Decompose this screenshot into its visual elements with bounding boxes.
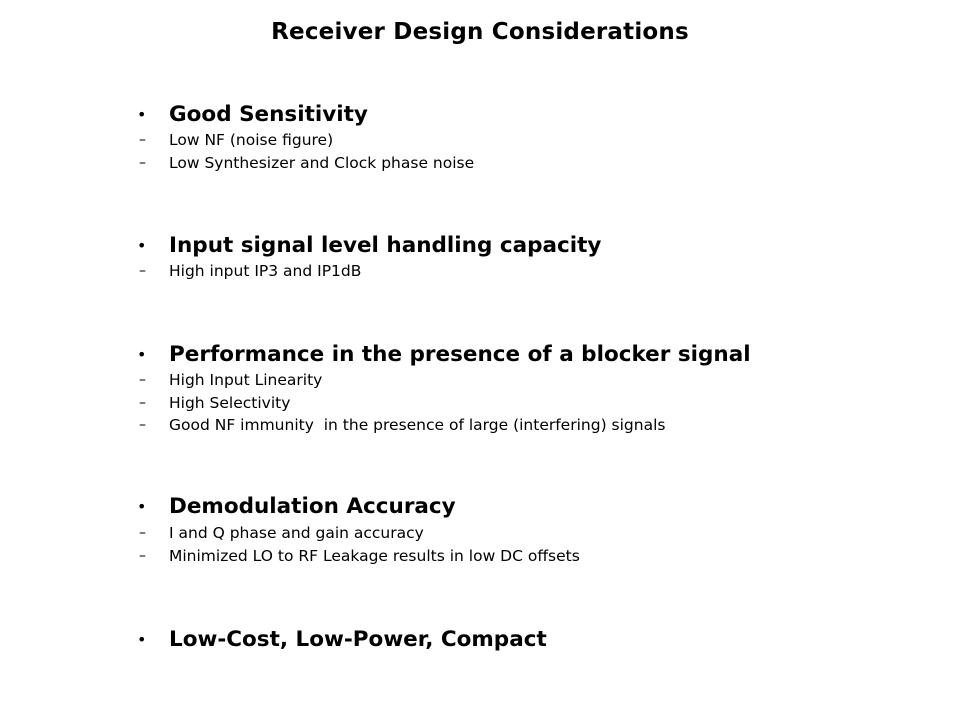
bullet-icon: •: [137, 105, 147, 124]
dash-icon: –: [139, 263, 146, 279]
sub-item-text: Low Synthesizer and Clock phase noise: [169, 154, 475, 172]
dash-icon: –: [139, 548, 146, 564]
dash-icon: –: [139, 417, 146, 433]
dash-icon: –: [139, 155, 146, 171]
sub-item-text: Low NF (noise figure): [169, 131, 334, 149]
sub-item-text: High Input Linearity: [169, 371, 323, 389]
sub-item-text: Good NF immunity in the presence of larg…: [169, 416, 666, 434]
sub-item-text: Minimized LO to RF Leakage results in lo…: [169, 547, 580, 565]
bullet-icon: •: [137, 630, 147, 649]
bullet-icon: •: [137, 236, 147, 255]
bullet-icon: •: [137, 497, 147, 516]
heading-text: Input signal level handling capacity: [169, 233, 602, 258]
bullet-icon: •: [137, 345, 147, 364]
heading-text: Low-Cost, Low-Power, Compact: [169, 627, 547, 652]
heading-text: Demodulation Accuracy: [169, 494, 456, 519]
dash-icon: –: [139, 525, 146, 541]
heading-text: Good Sensitivity: [169, 102, 368, 127]
slide-title: Receiver Design Considerations: [271, 19, 689, 45]
sub-item-text: High input IP3 and IP1dB: [169, 262, 362, 280]
dash-icon: –: [139, 132, 146, 148]
sub-item-text: I and Q phase and gain accuracy: [169, 524, 424, 542]
heading-text: Performance in the presence of a blocker…: [169, 342, 751, 367]
dash-icon: –: [139, 372, 146, 388]
sub-item-text: High Selectivity: [169, 394, 291, 412]
dash-icon: –: [139, 395, 146, 411]
